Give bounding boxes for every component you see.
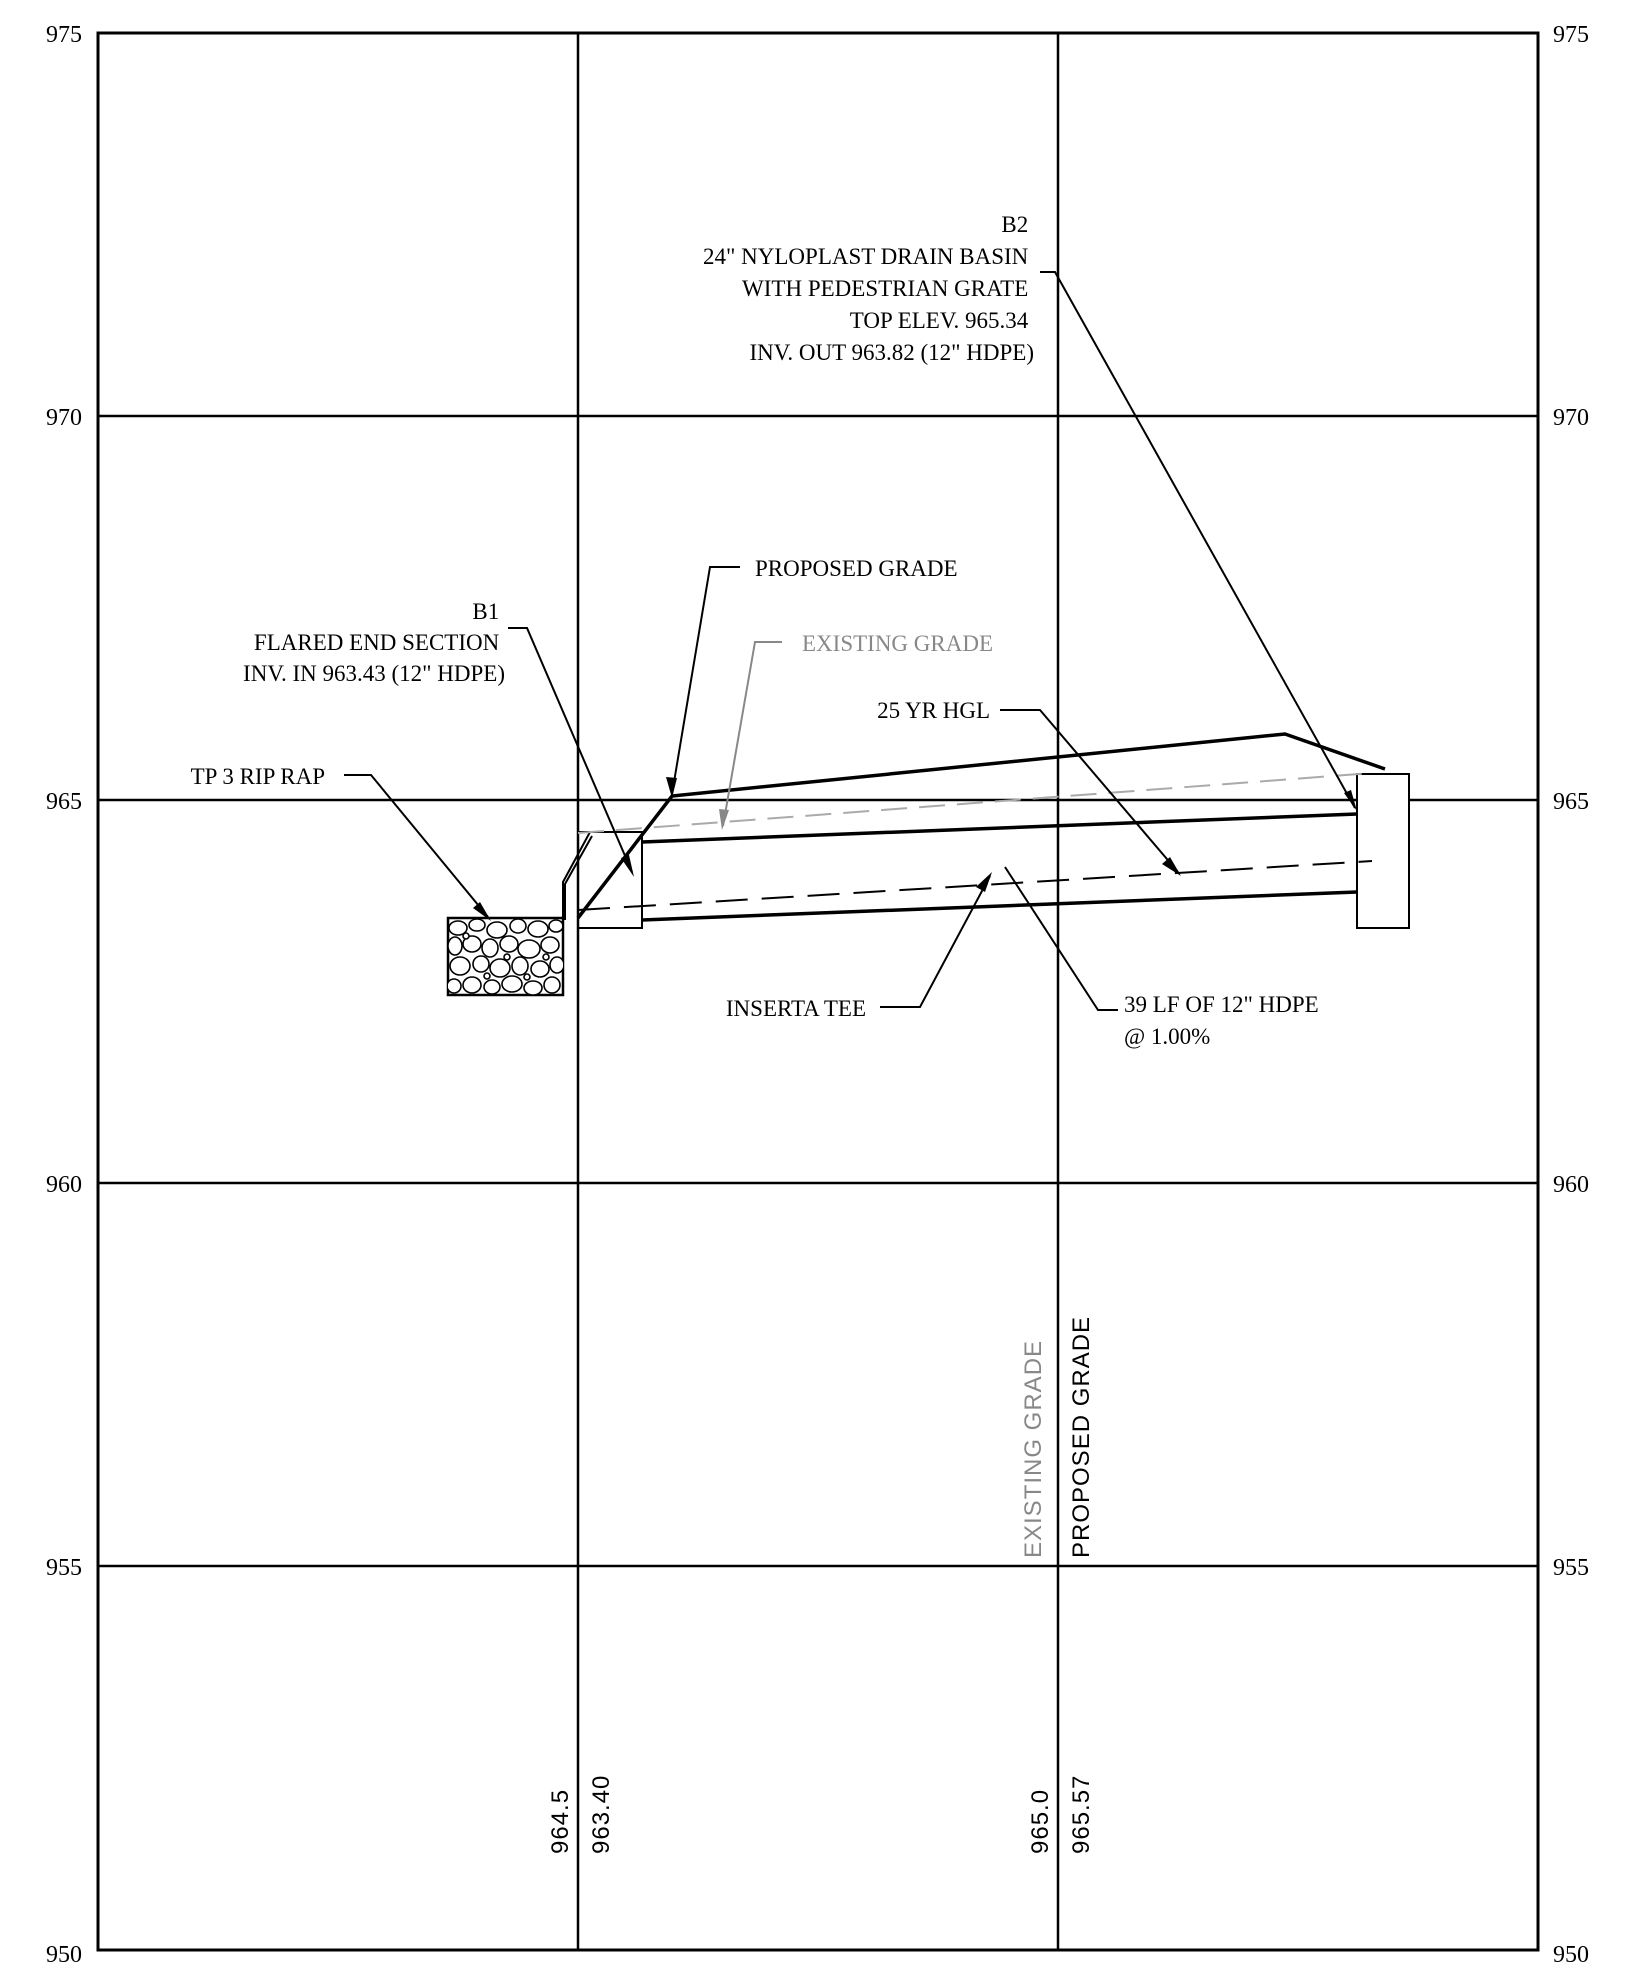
station-gridlines bbox=[576, 33, 1060, 1950]
station-1-existing-value: 964.5 bbox=[547, 1789, 574, 1854]
label-b2: B2 24" NYLOPLAST DRAIN BASIN WITH PEDEST… bbox=[703, 212, 1034, 365]
station-values: 964.5 963.40 965.0 965.57 bbox=[547, 1775, 1095, 1854]
label-b1: B1 FLARED END SECTION INV. IN 963.43 (12… bbox=[243, 599, 505, 686]
existing-grade-line bbox=[577, 772, 1373, 834]
elev-right-970: 970 bbox=[1553, 405, 1589, 431]
elev-right-955: 955 bbox=[1553, 1555, 1589, 1581]
elevation-gridlines bbox=[98, 414, 1538, 1568]
elev-left-950: 950 bbox=[46, 1942, 82, 1968]
elev-right-975: 975 bbox=[1553, 22, 1589, 48]
legend-proposed-grade: PROPOSED GRADE bbox=[1068, 1316, 1095, 1558]
pipe-top-line bbox=[641, 812, 1358, 844]
station-2-existing-value: 965.0 bbox=[1027, 1789, 1054, 1854]
elev-left-955: 955 bbox=[46, 1555, 82, 1581]
elev-right-960: 960 bbox=[1553, 1172, 1589, 1198]
rip-rap-block bbox=[446, 916, 565, 997]
drain-basin-b2 bbox=[1356, 773, 1410, 929]
elev-left-975: 975 bbox=[46, 22, 82, 48]
legend-existing-grade: EXISTING GRADE bbox=[1020, 1340, 1047, 1558]
elev-left-965: 965 bbox=[46, 789, 82, 815]
label-proposed-grade: PROPOSED GRADE bbox=[755, 556, 958, 581]
label-inserta-tee: INSERTA TEE bbox=[726, 996, 866, 1021]
elev-right-950: 950 bbox=[1553, 1942, 1589, 1968]
leader-lines bbox=[344, 271, 1357, 1011]
elevation-labels-right: 975 970 965 960 955 950 bbox=[1553, 22, 1589, 1968]
elev-right-965: 965 bbox=[1553, 789, 1589, 815]
elev-left-970: 970 bbox=[46, 405, 82, 431]
station-2-proposed-value: 965.57 bbox=[1068, 1775, 1095, 1854]
station-1-proposed-value: 963.40 bbox=[588, 1775, 615, 1854]
flared-end-section bbox=[562, 831, 643, 929]
label-rip-rap: TP 3 RIP RAP bbox=[191, 764, 325, 789]
hgl-line bbox=[577, 860, 1373, 911]
elev-left-960: 960 bbox=[46, 1172, 82, 1198]
existing-grade-leader bbox=[719, 641, 782, 830]
label-hgl: 25 YR HGL bbox=[877, 698, 990, 723]
label-pipe: 39 LF OF 12" HDPE @ 1.00% bbox=[1124, 992, 1324, 1049]
pipe-bottom-line bbox=[641, 890, 1358, 922]
profile-frame bbox=[96, 31, 1540, 1952]
label-existing-grade: EXISTING GRADE bbox=[802, 631, 993, 656]
elevation-labels-left: 975 970 965 960 955 950 bbox=[46, 22, 82, 1968]
